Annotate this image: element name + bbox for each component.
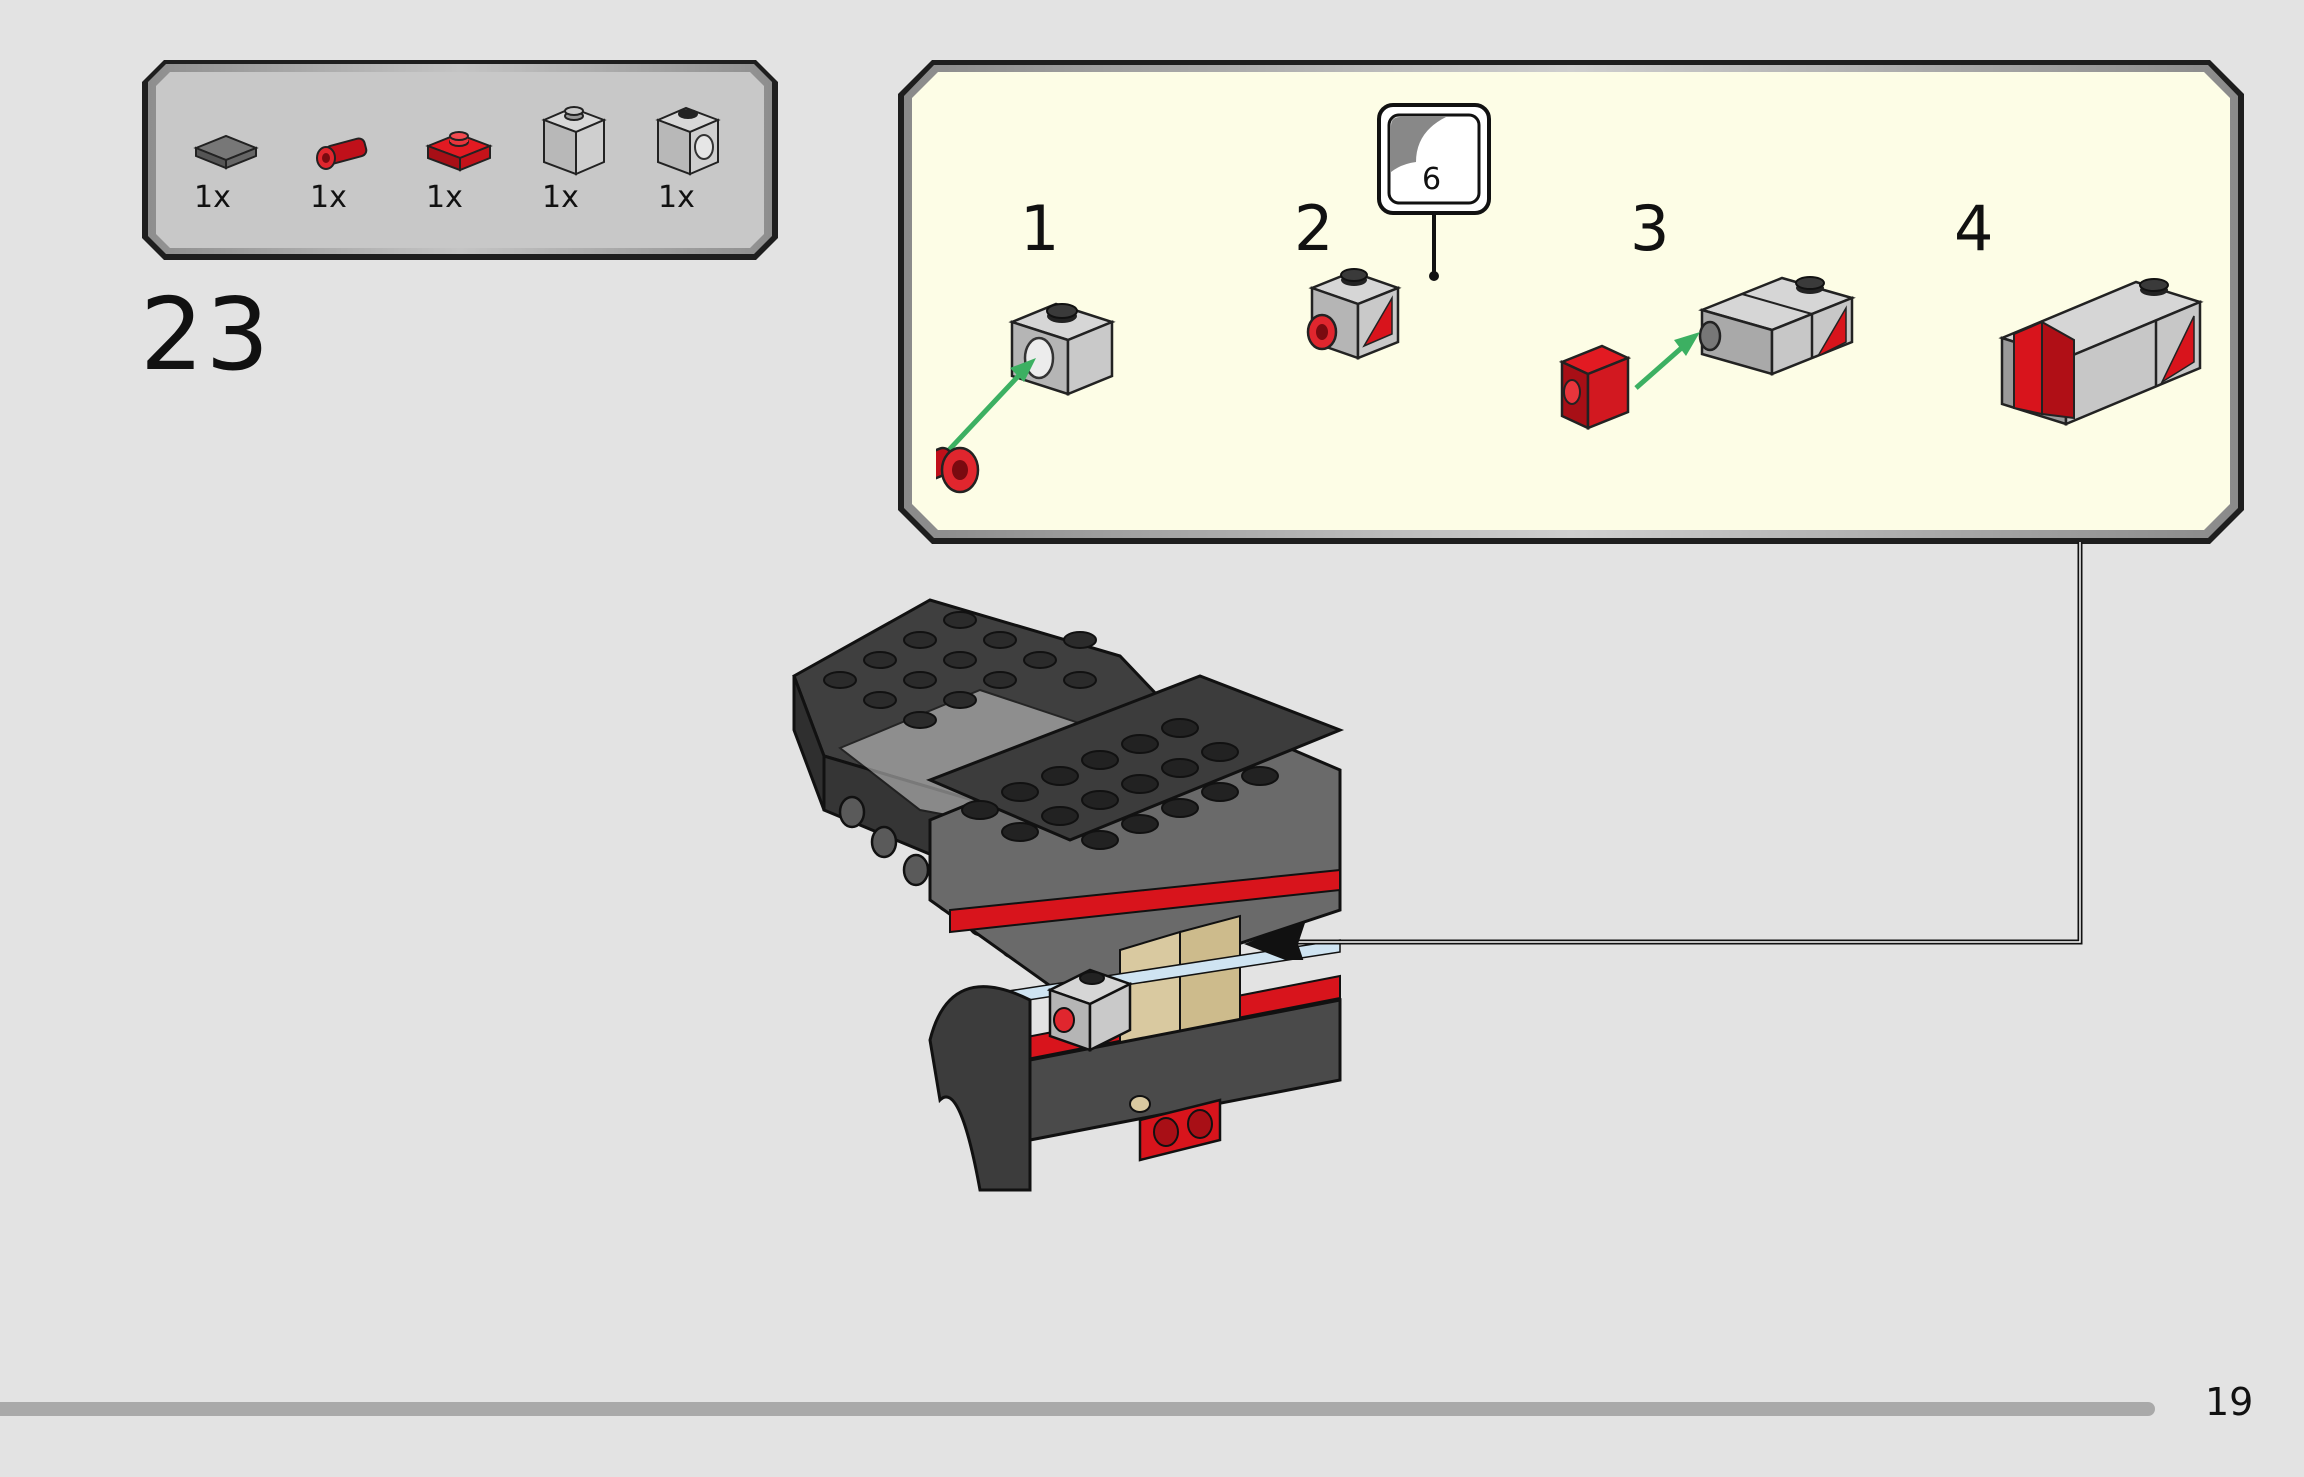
page-number: 19 xyxy=(2205,1380,2254,1424)
callout-frame xyxy=(898,60,2244,544)
substep-number: 4 xyxy=(1954,192,1994,265)
substep-number: 3 xyxy=(1630,192,1670,265)
substep-4-illustration xyxy=(1998,278,2204,426)
sub-assembly-callout: 1 2 3 4 6 xyxy=(896,58,2246,546)
red-pin-icon xyxy=(940,446,980,494)
sticker-callout xyxy=(1377,103,1491,281)
parts-box-frame xyxy=(142,60,778,260)
substep-1-illustration xyxy=(936,302,1116,488)
main-model-illustration xyxy=(792,598,1345,1192)
step-number: 23 xyxy=(140,276,272,393)
substep-number: 2 xyxy=(1294,192,1334,265)
red-plate-icon xyxy=(425,131,493,172)
sticker-number: 6 xyxy=(1422,162,1442,197)
gray-brick-icon xyxy=(541,106,607,176)
substep-number: 1 xyxy=(1020,192,1060,265)
part-qty: 1x xyxy=(194,180,231,215)
part-qty: 1x xyxy=(542,180,579,215)
part-qty: 1x xyxy=(310,180,347,215)
parts-list-box: 1x 1x 1x 1x 1x xyxy=(140,58,780,262)
substep-3-illustration xyxy=(1558,276,1856,430)
gray-technic-brick-icon xyxy=(655,106,721,176)
part-qty: 1x xyxy=(658,180,695,215)
red-pin-icon xyxy=(316,137,368,170)
dark-gray-tile-icon xyxy=(193,134,259,170)
part-qty: 1x xyxy=(426,180,463,215)
callout-pointer-arrow xyxy=(1244,542,2083,960)
progress-bar xyxy=(0,1402,2155,1416)
substep-2-illustration xyxy=(1306,268,1402,360)
